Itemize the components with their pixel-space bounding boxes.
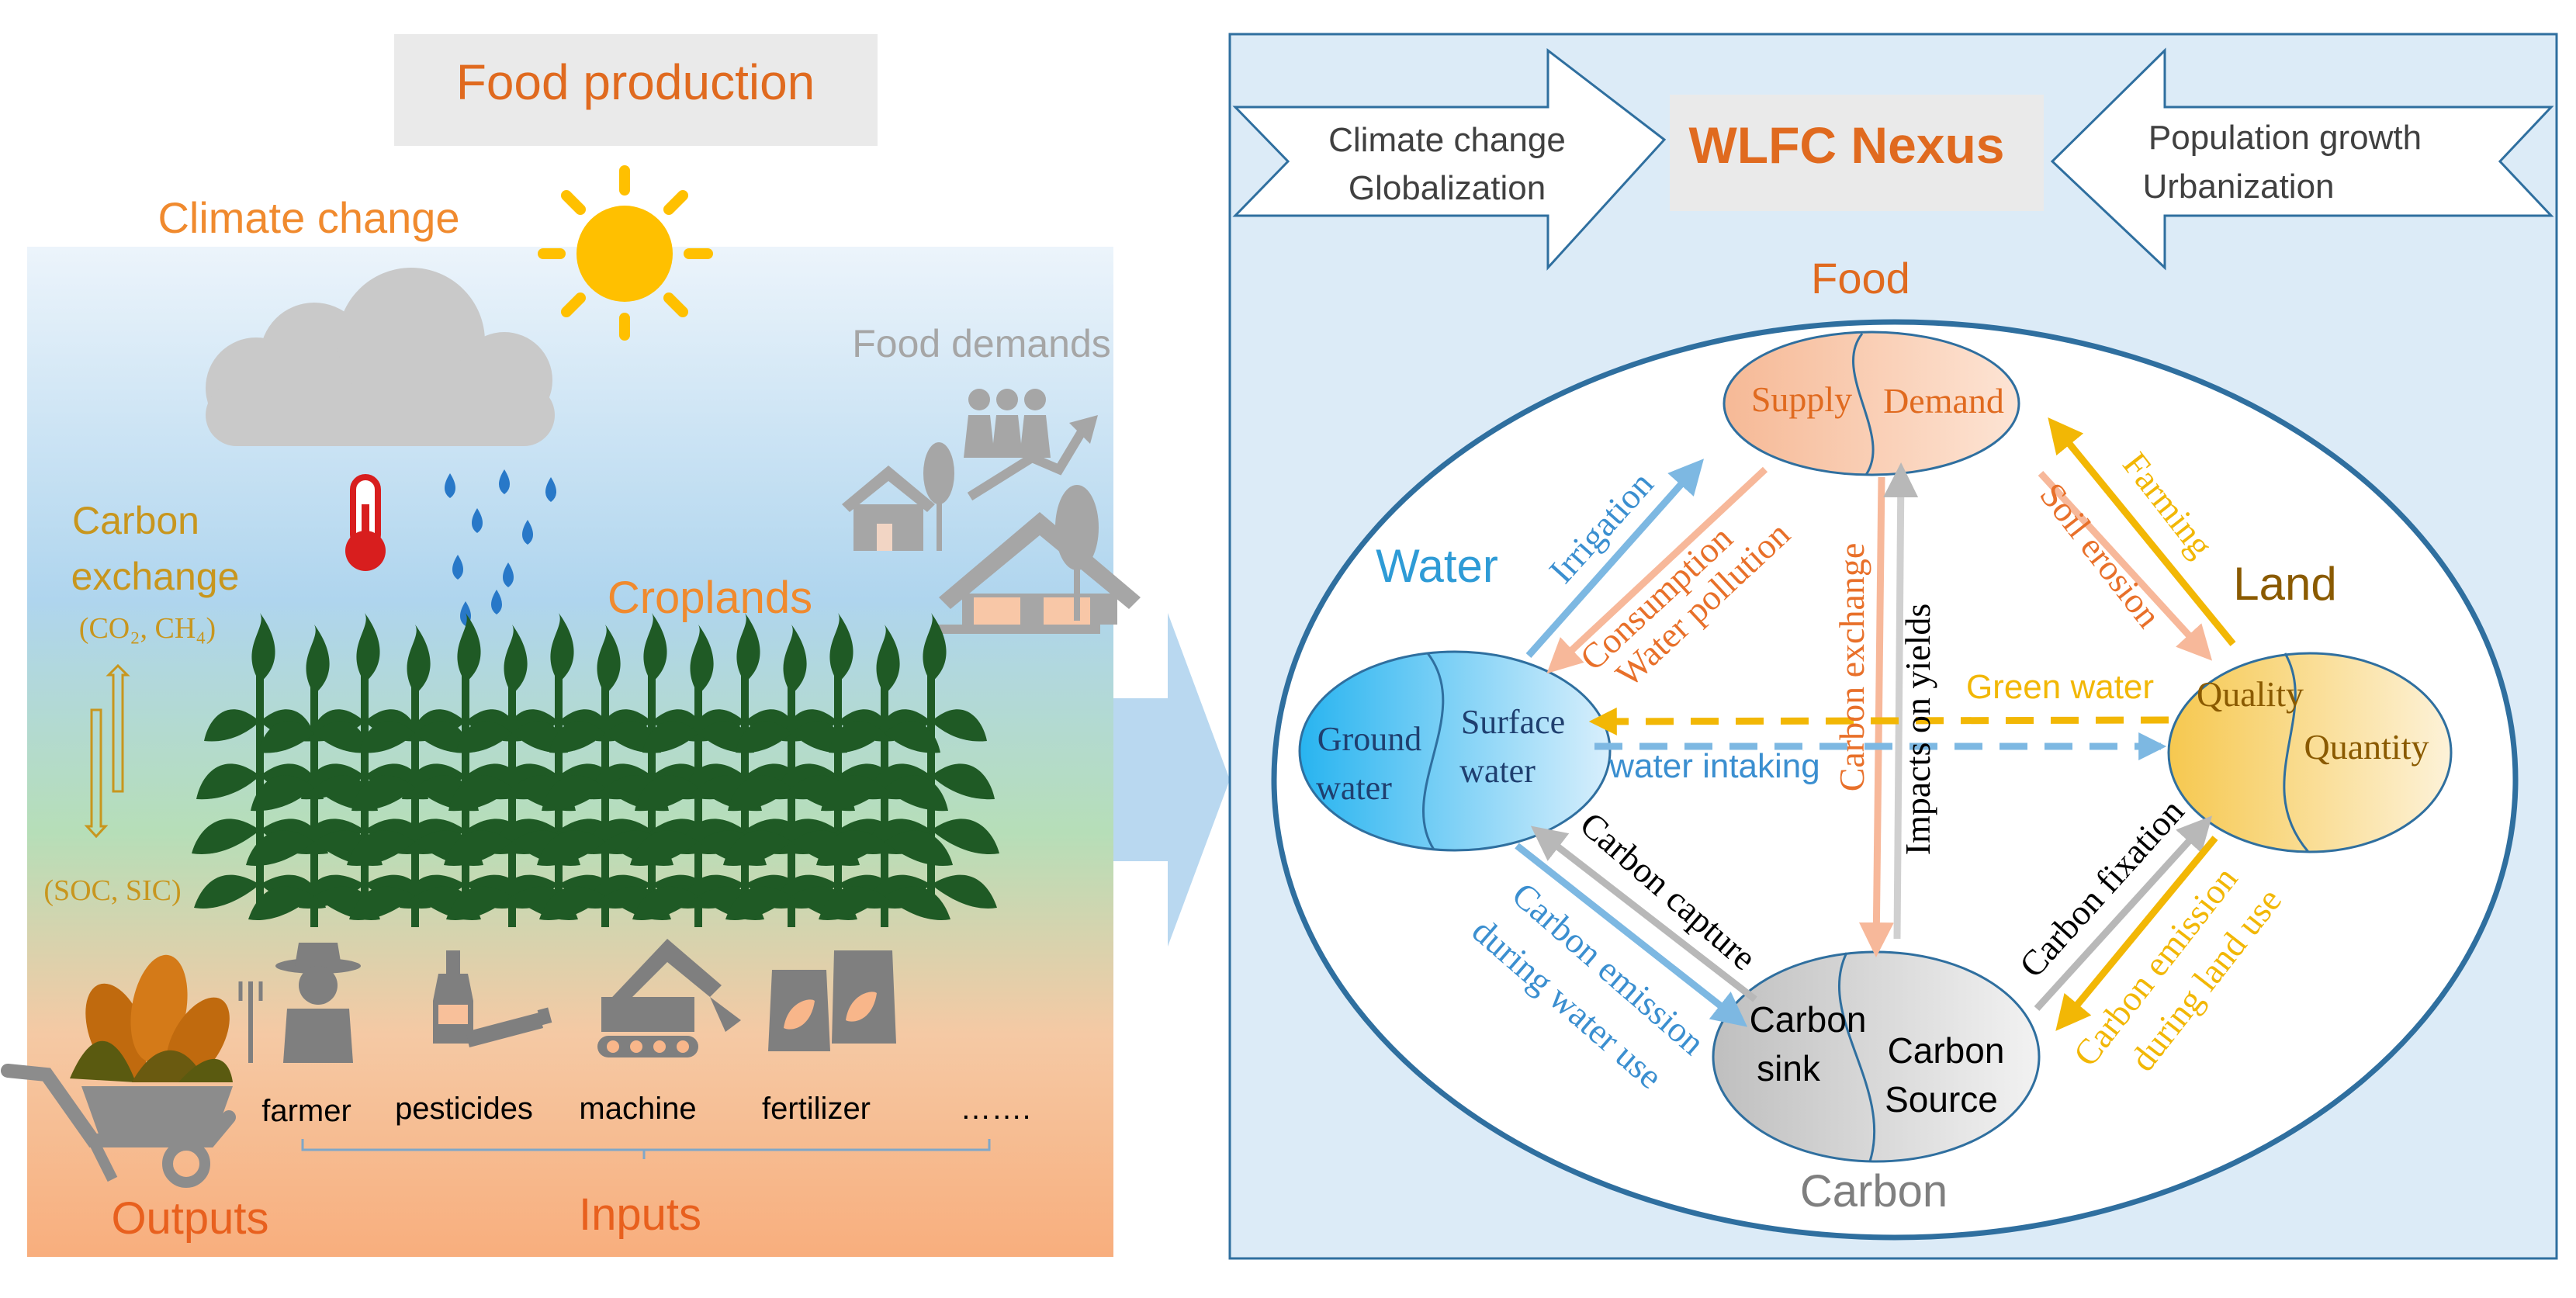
carbon-emission-water-arrow bbox=[1515, 843, 1748, 1027]
driver-globalization-label: Globalization bbox=[1349, 169, 1546, 207]
food-production-title: Food production bbox=[456, 54, 815, 110]
food-demand-label: Demand bbox=[1883, 381, 2004, 421]
left-panel: Food production Climate change bbox=[1, 34, 1141, 1257]
driver-arrow-right bbox=[2050, 47, 2554, 271]
input-fertilizer-label: fertilizer bbox=[762, 1092, 871, 1126]
fertilizer-icon bbox=[768, 950, 896, 1051]
surface-water-label-line1: Surface bbox=[1461, 703, 1565, 741]
impacts-on-yields-arrow bbox=[1883, 462, 1919, 940]
input-pesticides-label: pesticides bbox=[395, 1092, 533, 1126]
water-intaking-label: water intaking bbox=[1608, 747, 1819, 785]
land-node: Quality Quantity bbox=[2167, 652, 2453, 853]
sun-icon bbox=[538, 165, 713, 341]
outputs-label: Outputs bbox=[111, 1193, 268, 1244]
input-machine-label: machine bbox=[579, 1092, 696, 1126]
cloud-icon bbox=[206, 268, 555, 446]
carbon-sink-label-line1: Carbon bbox=[1750, 999, 1867, 1040]
water-node: Ground water Surface water bbox=[1298, 650, 1612, 852]
carbon-source-label-line2: Source bbox=[1885, 1079, 1998, 1120]
carbon-emission-land-arrow bbox=[2055, 836, 2218, 1031]
carbon-exchange-label-line1: Carbon bbox=[72, 499, 199, 542]
carbon-exchange-flow-label: Carbon exchange bbox=[1832, 543, 1871, 792]
carbon-exchange-label-line2: exchange bbox=[71, 555, 240, 598]
croplands-label: Croplands bbox=[608, 573, 812, 623]
carbon-fixation-arrow bbox=[2034, 815, 2213, 1012]
groundwater-label-line2: water bbox=[1316, 769, 1392, 807]
right-panel: Climate change Globalization Population … bbox=[1228, 33, 2558, 1260]
climate-change-label: Climate change bbox=[158, 193, 459, 242]
rain-drops-icon bbox=[445, 469, 556, 626]
carbon-sink-label-line2: sink bbox=[1757, 1048, 1821, 1089]
farming-arrow bbox=[2048, 417, 2236, 646]
houses-icon bbox=[842, 442, 1141, 634]
green-water-arrow bbox=[1588, 707, 2169, 736]
food-node-label: Food bbox=[1811, 254, 1910, 303]
driver-climate-change-label: Climate change bbox=[1328, 121, 1566, 159]
carbon-source-label-line1: Carbon bbox=[1888, 1030, 2005, 1071]
food-node: Supply Demand bbox=[1723, 331, 2020, 476]
impacts-on-yields-label: Impacts on yields bbox=[1898, 604, 1937, 856]
carbon-node-label: Carbon bbox=[1800, 1166, 1948, 1217]
carbon-node: Carbon sink Carbon Source bbox=[1712, 950, 2041, 1163]
food-demands-label: Food demands bbox=[852, 322, 1111, 365]
food-production-title-box bbox=[394, 34, 878, 146]
soil-erosion-arrow bbox=[2038, 470, 2213, 661]
land-quantity-label: Quantity bbox=[2304, 727, 2429, 767]
nexus-title-box bbox=[1670, 95, 2044, 211]
water-node-label: Water bbox=[1376, 540, 1498, 592]
land-node-label: Land bbox=[2233, 558, 2336, 610]
greenhouse-gases-label: (CO₂, CH₄) bbox=[79, 612, 216, 645]
groundwater-label-line1: Ground bbox=[1317, 720, 1421, 758]
thermometer-icon bbox=[345, 474, 386, 571]
nexus-ellipse bbox=[1271, 319, 2519, 1241]
land-quality-label: Quality bbox=[2197, 674, 2304, 714]
input-more-label: ……. bbox=[960, 1092, 1030, 1126]
wheelbarrow-icon bbox=[1, 1064, 236, 1188]
carbon-exchange-arrow bbox=[1858, 476, 1894, 957]
corn-harvest-icon bbox=[70, 954, 233, 1082]
soil-carbon-label: (SOC, SIC) bbox=[43, 874, 181, 907]
green-water-label: Green water bbox=[1966, 668, 2154, 706]
flow-arrows bbox=[1515, 417, 2236, 1031]
driver-arrow-left bbox=[1232, 47, 1667, 271]
driver-urbanization-label: Urbanization bbox=[2142, 168, 2334, 206]
panel-connector-arrow bbox=[1113, 613, 1230, 947]
food-supply-label: Supply bbox=[1751, 379, 1852, 419]
carbon-capture-arrow bbox=[1530, 826, 1757, 1002]
population-growth-icon bbox=[964, 389, 1098, 501]
machine-icon bbox=[597, 939, 741, 1057]
surface-water-label-line2: water bbox=[1459, 752, 1536, 790]
inputs-bracket bbox=[301, 1139, 991, 1159]
farmer-icon bbox=[238, 943, 361, 1063]
input-farmer-label: farmer bbox=[261, 1094, 351, 1128]
carbon-exchange-arrows-icon bbox=[84, 663, 130, 839]
consumption-arrow bbox=[1546, 466, 1768, 674]
driver-population-growth-label: Population growth bbox=[2148, 119, 2422, 157]
nexus-title: WLFC Nexus bbox=[1688, 116, 2004, 174]
irrigation-arrow bbox=[1525, 459, 1704, 658]
pesticides-icon bbox=[433, 950, 552, 1047]
inputs-label: Inputs bbox=[579, 1189, 701, 1240]
